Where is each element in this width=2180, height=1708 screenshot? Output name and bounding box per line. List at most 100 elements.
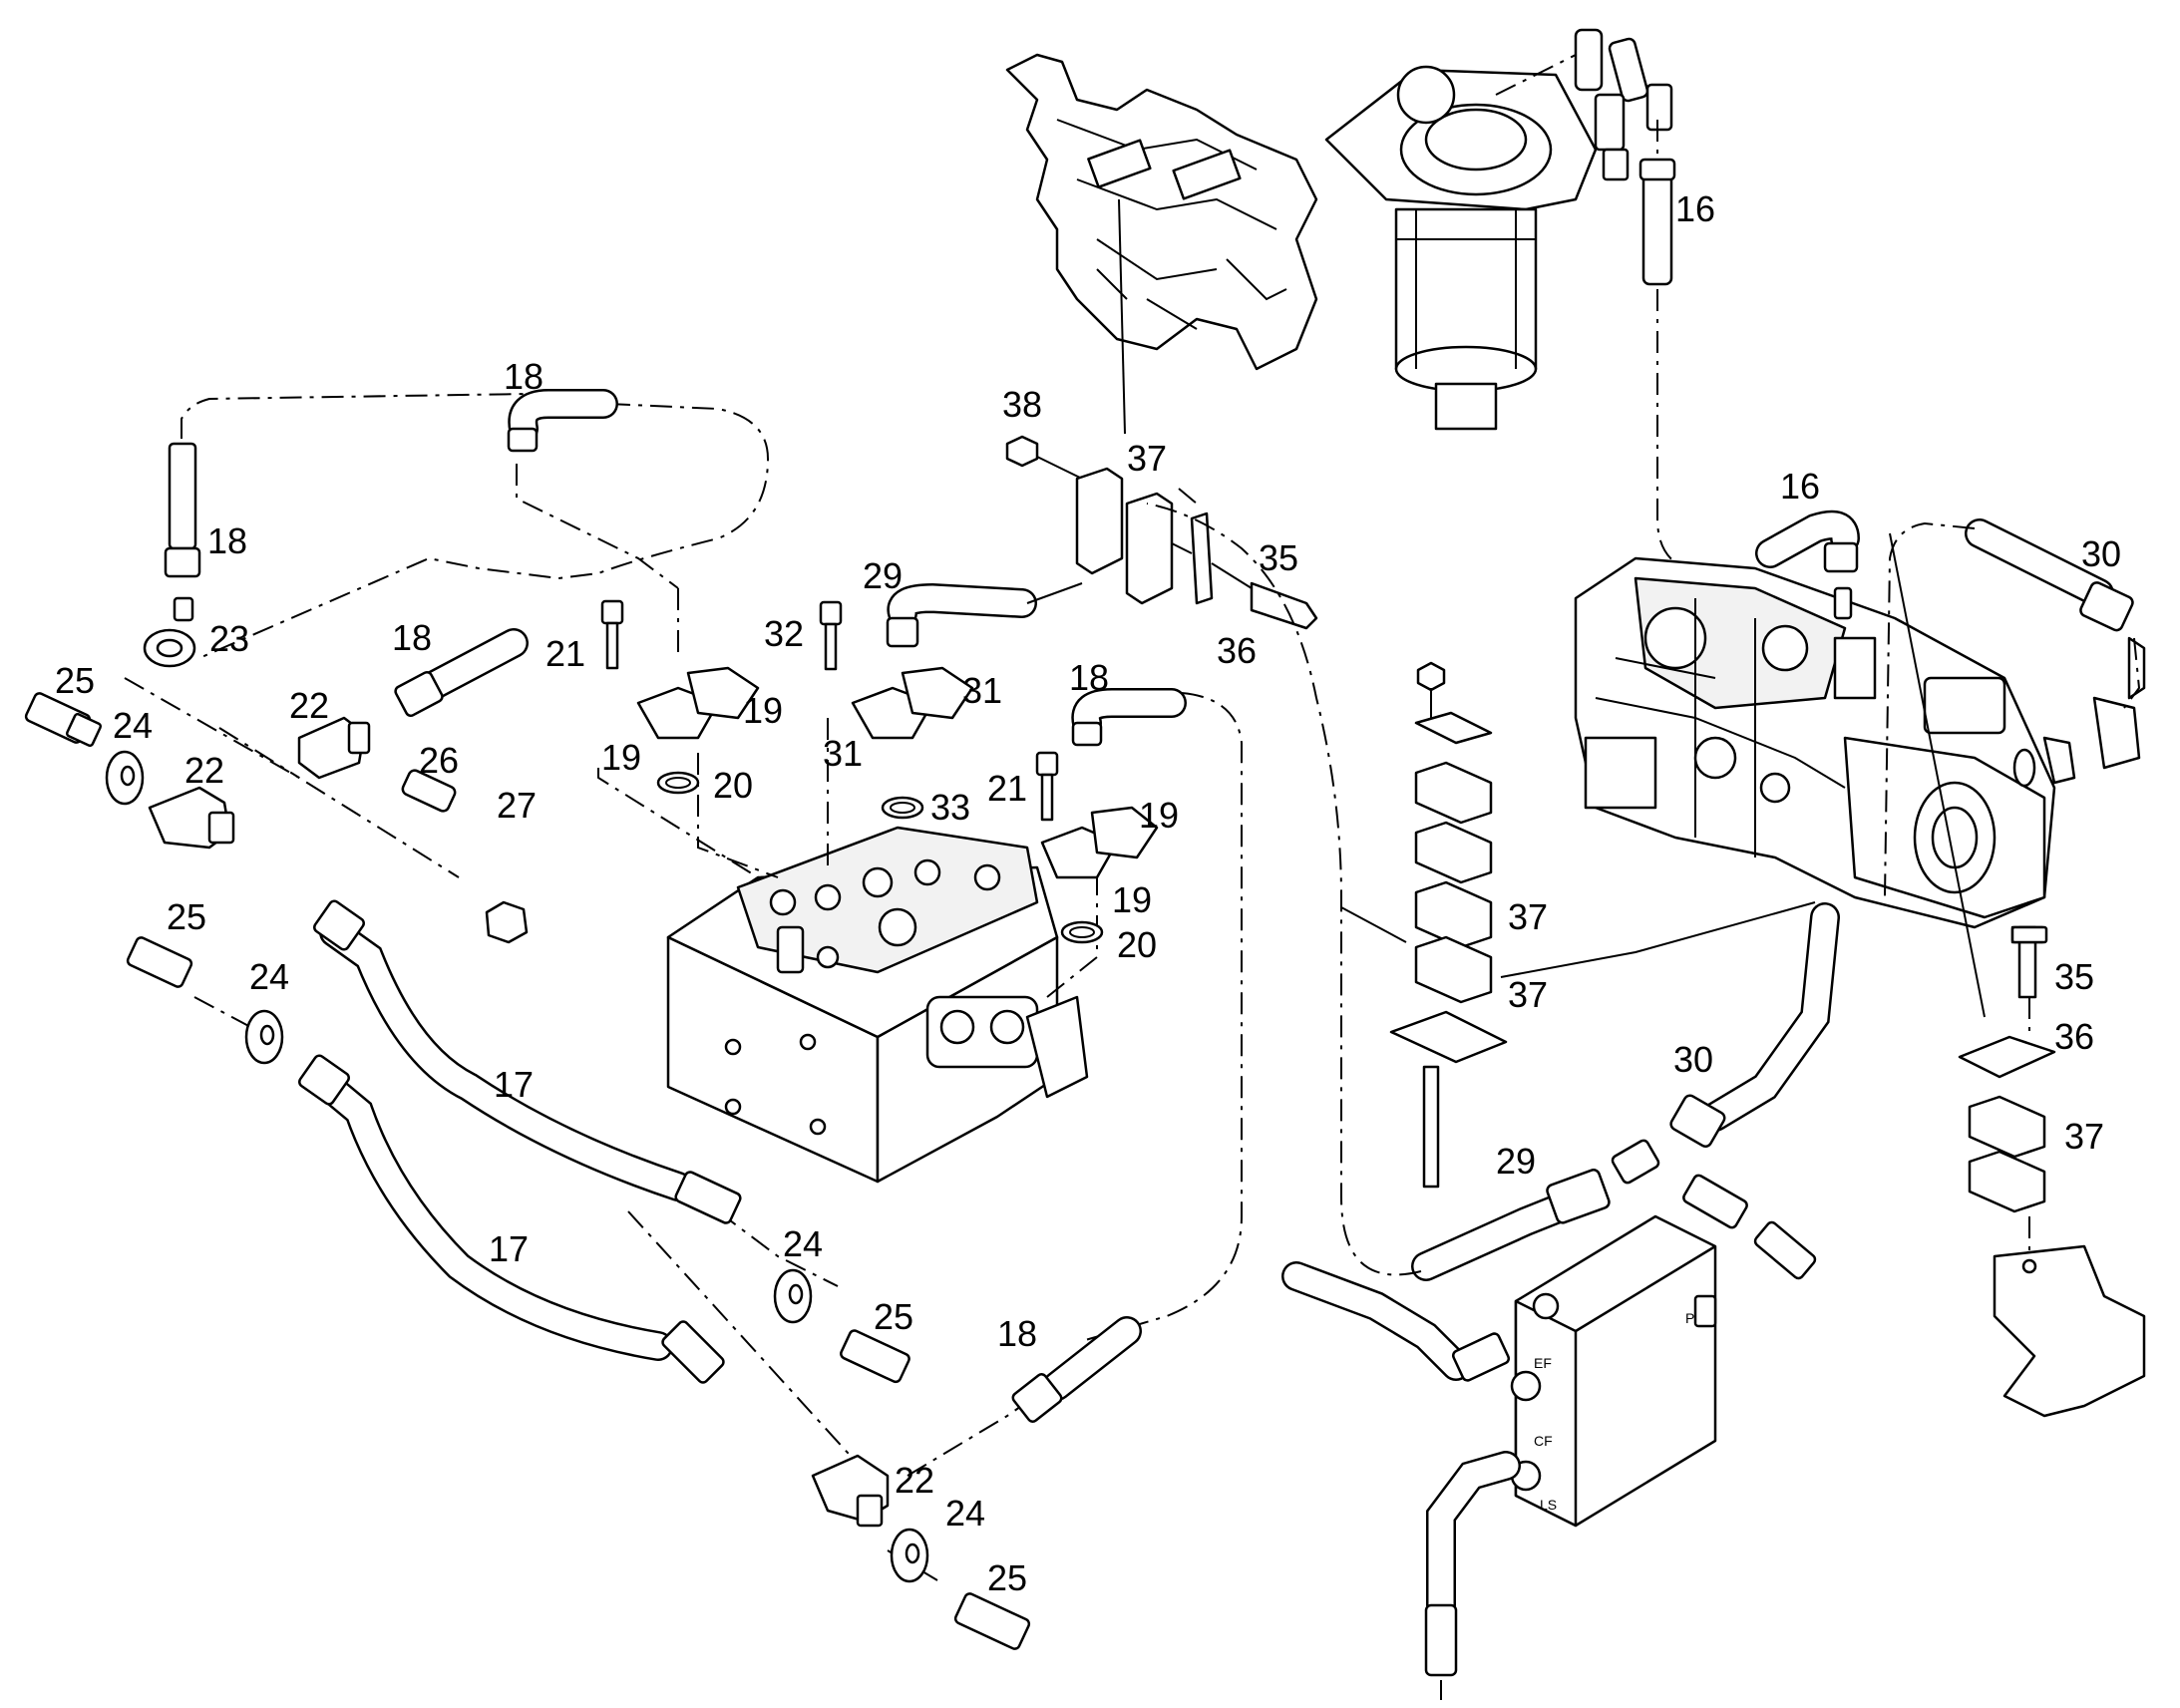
oring-20-left <box>656 771 700 795</box>
hose-30-upper <box>1884 518 2146 898</box>
washer-24-bottom <box>890 1528 929 1583</box>
label-24c: 24 <box>783 1223 823 1264</box>
main-control-valve <box>666 826 1089 1184</box>
label-24b: 24 <box>249 956 289 997</box>
hose-17-lower <box>298 1054 725 1384</box>
label-29b: 29 <box>1496 1141 1536 1182</box>
label-22b: 22 <box>184 750 224 791</box>
label-18d: 18 <box>1069 657 1109 698</box>
flange-31 <box>851 666 974 740</box>
label-18e: 18 <box>997 1313 1037 1354</box>
tee-22-bottom <box>811 1454 890 1528</box>
label-19b: 19 <box>601 737 641 778</box>
port-label-p: P <box>1685 1310 1694 1326</box>
label-19c: 19 <box>1139 795 1179 836</box>
hose-18-bottom <box>1011 1316 1142 1423</box>
adapter-25-mid-left <box>126 936 193 988</box>
callout-labels: 16 16 17 17 18 18 18 18 18 19 19 19 19 2… <box>55 188 2121 1598</box>
plug-26 <box>401 769 457 813</box>
bolt-32 <box>819 600 843 671</box>
label-18b: 18 <box>207 520 247 561</box>
label-25a: 25 <box>55 660 95 701</box>
label-18a: 18 <box>504 356 544 397</box>
label-25c: 25 <box>874 1296 913 1337</box>
filter-housing <box>1324 65 1598 431</box>
label-23: 23 <box>209 618 249 659</box>
label-30a: 30 <box>2081 533 2121 574</box>
label-37d: 37 <box>2064 1116 2104 1157</box>
label-22c: 22 <box>895 1460 934 1501</box>
label-37c: 37 <box>1508 974 1548 1015</box>
label-21b: 21 <box>987 768 1027 809</box>
label-26: 26 <box>419 740 459 781</box>
label-17b: 17 <box>489 1228 529 1269</box>
label-35b: 35 <box>2054 956 2094 997</box>
label-38: 38 <box>1002 384 1042 425</box>
oring-20-right <box>1060 920 1104 944</box>
port-label-ls: LS <box>1540 1497 1557 1513</box>
port-label-cf: CF <box>1534 1433 1553 1449</box>
label-27: 27 <box>497 785 537 826</box>
hose-29-upper <box>886 582 1083 648</box>
top-elbow-fittings <box>1495 28 1673 181</box>
label-20b: 20 <box>1117 924 1157 965</box>
hydraulic-pump <box>1574 556 2056 929</box>
adapter-25-bottom <box>953 1592 1031 1650</box>
label-30b: 30 <box>1673 1039 1713 1080</box>
hose-18-middle <box>394 628 529 718</box>
label-36b: 36 <box>2054 1016 2094 1057</box>
nut-27 <box>485 900 529 944</box>
label-35a: 35 <box>1259 537 1298 578</box>
washer-24-top-left <box>105 750 145 806</box>
label-18c: 18 <box>392 617 432 658</box>
machine-frame-bracket <box>1005 53 1318 371</box>
label-19d: 19 <box>1112 879 1152 920</box>
right-bracket <box>1993 1244 2146 1418</box>
bolt-21-right <box>1035 751 1059 822</box>
washer-24-mid-right <box>773 1268 813 1324</box>
flange-19-left <box>636 666 760 740</box>
label-32: 32 <box>764 613 804 654</box>
label-19a: 19 <box>743 690 783 731</box>
flange-19-right <box>1040 806 1159 879</box>
label-25b: 25 <box>167 896 206 937</box>
priority-valve-block: EF CF LS P <box>1281 1139 1817 1700</box>
hose-30-lower <box>1669 902 1840 1149</box>
label-20a: 20 <box>713 765 753 806</box>
label-29a: 29 <box>863 555 903 596</box>
bolt-35-lower <box>2010 925 2048 944</box>
upper-clamp-assembly <box>1005 435 1318 630</box>
label-37b: 37 <box>1508 896 1548 937</box>
tee-fittings-22 <box>148 716 371 850</box>
label-31a: 31 <box>962 670 1002 711</box>
label-22a: 22 <box>289 685 329 726</box>
hose-18-upper-middle <box>1071 688 1187 747</box>
hose-17-upper <box>313 899 742 1224</box>
label-16a: 16 <box>1675 188 1715 229</box>
hose-29-lower <box>1146 503 1611 1281</box>
label-33: 33 <box>930 787 970 828</box>
label-21a: 21 <box>545 633 585 674</box>
label-31b: 31 <box>823 733 863 774</box>
adapter-25-mid-right <box>840 1329 910 1384</box>
label-16b: 16 <box>1780 466 1820 507</box>
washer-24-mid-left <box>244 1009 284 1065</box>
hose-16-angled <box>1755 510 1860 620</box>
label-36a: 36 <box>1217 630 1257 671</box>
elbow-23 <box>143 628 196 668</box>
adapter-25-top-left <box>24 692 103 748</box>
label-25d: 25 <box>987 1557 1027 1598</box>
hose-18-top <box>507 389 618 453</box>
port-label-ef: EF <box>1534 1355 1552 1371</box>
hose-18-left-vertical <box>164 442 201 622</box>
middle-clamp-stack <box>1340 661 1816 1189</box>
label-24d: 24 <box>945 1493 985 1534</box>
bolt-21-left <box>600 599 624 670</box>
leader-frame-to-37 <box>1118 198 1126 435</box>
label-24a: 24 <box>113 705 153 746</box>
dashed-routing-lines <box>124 393 1243 1581</box>
label-37a: 37 <box>1127 438 1167 479</box>
oring-33 <box>881 796 924 820</box>
label-17a: 17 <box>494 1064 534 1105</box>
